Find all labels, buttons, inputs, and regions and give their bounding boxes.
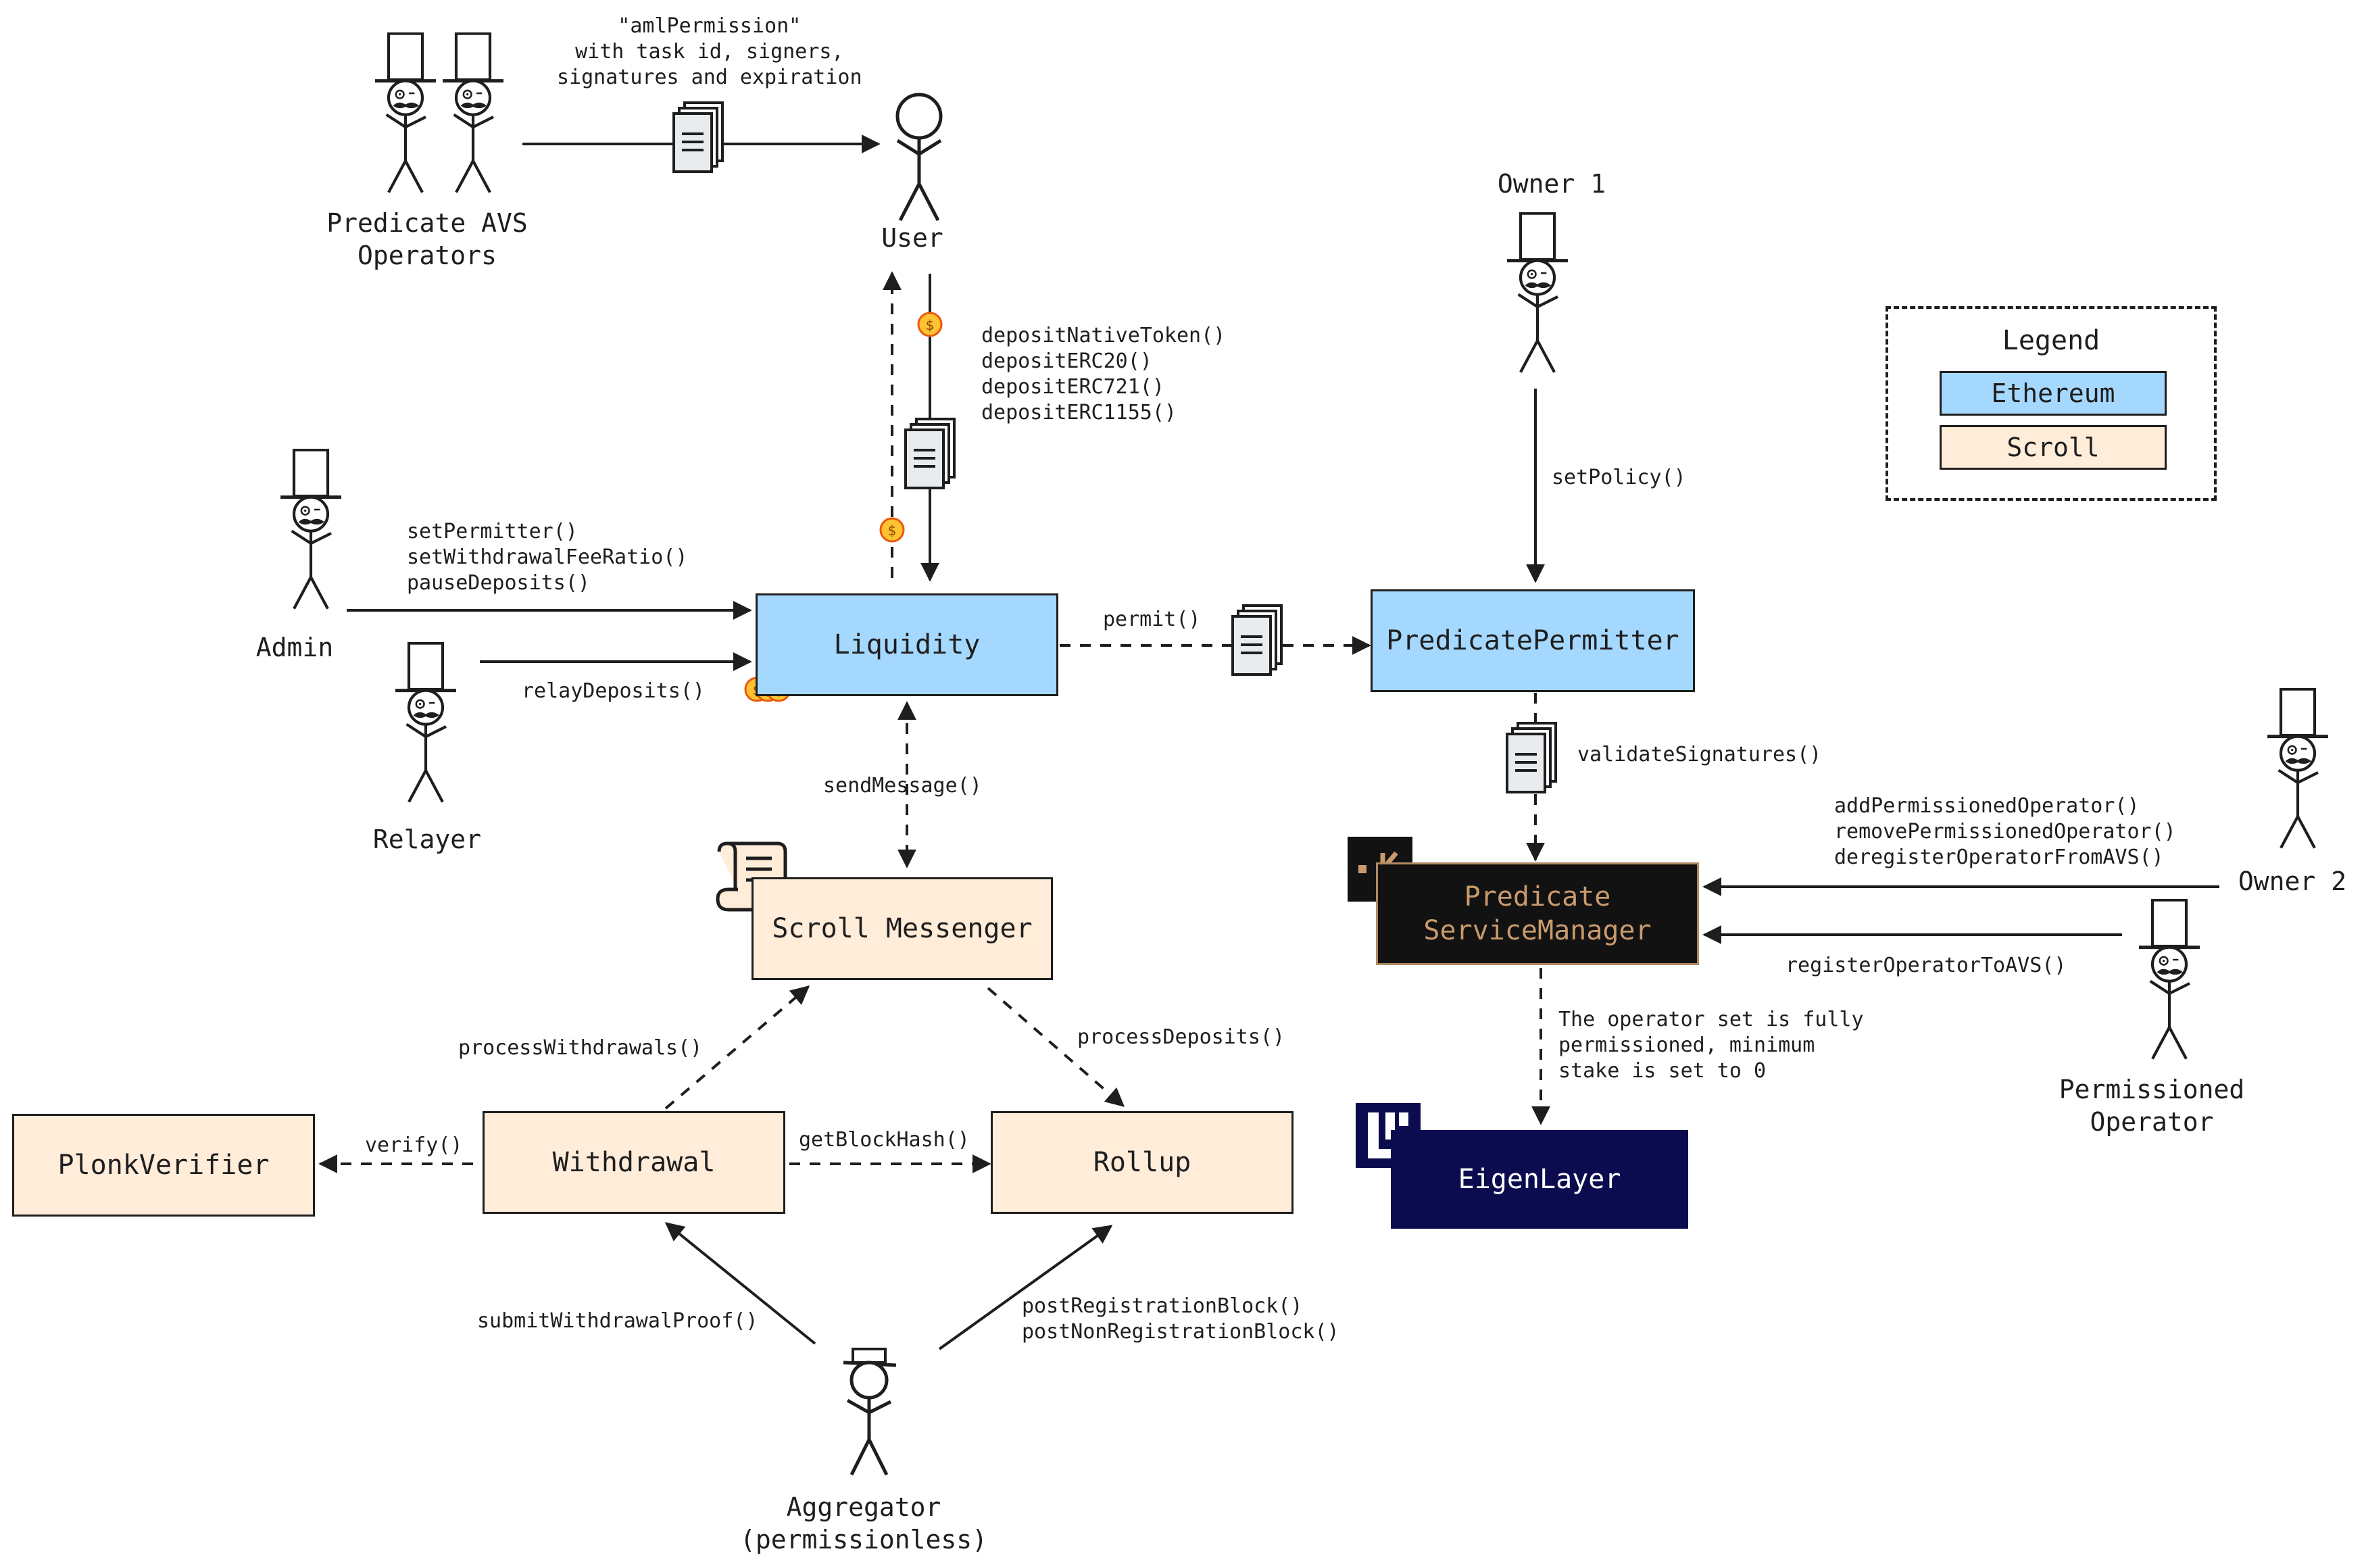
- legend: Legend Ethereum Scroll: [1886, 306, 2217, 501]
- edge-label-submit-withdrawal-proof: submitWithdrawalProof(): [477, 1309, 758, 1333]
- legend-title: Legend: [2002, 325, 2100, 356]
- scroll-messenger-node: Scroll Messenger: [752, 877, 1053, 980]
- coin-icon-down: [917, 312, 943, 337]
- actor-label-admin: Admin: [255, 633, 334, 662]
- actor-label-permissioned-operator: Permissioned Operator: [2059, 1075, 2245, 1137]
- owner1-figure: [1507, 214, 1568, 372]
- edge-label-permit: permit(): [1103, 608, 1201, 631]
- legend-item-ethereum: Ethereum: [1940, 371, 2167, 416]
- plonk-verifier-node: PlonkVerifier: [12, 1114, 315, 1217]
- actor-label-owner2: Owner 2: [2238, 866, 2347, 896]
- predicate-avs-operator-figure-1: [375, 34, 436, 193]
- edge-label-set-policy: setPolicy(): [1552, 466, 1686, 489]
- edge-label-process-deposits: processDeposits(): [1077, 1025, 1285, 1049]
- arrow-process-deposits: [987, 987, 1125, 1107]
- edge-label-get-block-hash: getBlockHash(): [799, 1128, 970, 1152]
- edge-label-relay-deposits: relayDeposits(): [522, 679, 705, 703]
- user-figure: [897, 95, 941, 220]
- edge-label-post-blocks: postRegistrationBlock() postNonRegistrat…: [1022, 1294, 1339, 1344]
- edge-label-aml-permission: "amlPermission" with task id, signers, s…: [557, 14, 862, 89]
- rollup-node: Rollup: [991, 1111, 1294, 1214]
- edge-label-register-operator: registerOperatorToAVS(): [1786, 954, 2067, 977]
- document-icon-validate: [1506, 722, 1557, 793]
- document-icon-deposit: [904, 418, 956, 489]
- actor-label-owner1: Owner 1: [1497, 169, 1606, 199]
- arrow-submit-withdrawal-proof: [664, 1222, 816, 1345]
- actor-label-predicate-avs-operators: Predicate AVS Operators: [326, 208, 528, 270]
- edge-label-validate-signatures: validateSignatures(): [1577, 743, 1822, 766]
- document-icon-aml: [672, 101, 724, 173]
- actor-label-relayer: Relayer: [372, 825, 482, 854]
- predicate-avs-operator-figure-2: [443, 34, 503, 193]
- predicate-service-manager-node: Predicate ServiceManager: [1376, 862, 1699, 965]
- actor-label-user: User: [881, 223, 943, 253]
- edge-label-admin-calls: setPermitter() setWithdrawalFeeRatio() p…: [407, 520, 688, 595]
- liquidity-node: Liquidity: [756, 593, 1058, 696]
- edge-label-deposits: depositNativeToken() depositERC20() depo…: [981, 324, 1226, 424]
- legend-item-scroll: Scroll: [1940, 425, 2167, 470]
- actor-label-aggregator: Aggregator (permissionless): [739, 1492, 988, 1554]
- eigenlayer-node: EigenLayer: [1391, 1130, 1688, 1229]
- owner2-figure: [2267, 689, 2328, 848]
- document-icon-permit: [1231, 604, 1283, 676]
- admin-figure: [280, 450, 341, 609]
- edge-label-owner2-calls: addPermissionedOperator() removePermissi…: [1834, 794, 2176, 869]
- permissioned-operator-figure: [2139, 900, 2200, 1059]
- coin-icon-up: [879, 517, 905, 543]
- edge-label-verify: verify(): [365, 1133, 463, 1157]
- arrow-post-blocks: [938, 1225, 1113, 1350]
- edge-label-send-message: sendMessage(): [823, 774, 982, 798]
- aggregator-figure: [843, 1349, 896, 1475]
- relayer-figure: [395, 643, 456, 802]
- predicate-permitter-node: PredicatePermitter: [1371, 589, 1695, 692]
- withdrawal-node: Withdrawal: [483, 1111, 785, 1214]
- edge-label-process-withdrawals: processWithdrawals(): [458, 1036, 703, 1060]
- edge-label-eigen-note: The operator set is fully permissioned, …: [1558, 1008, 1864, 1083]
